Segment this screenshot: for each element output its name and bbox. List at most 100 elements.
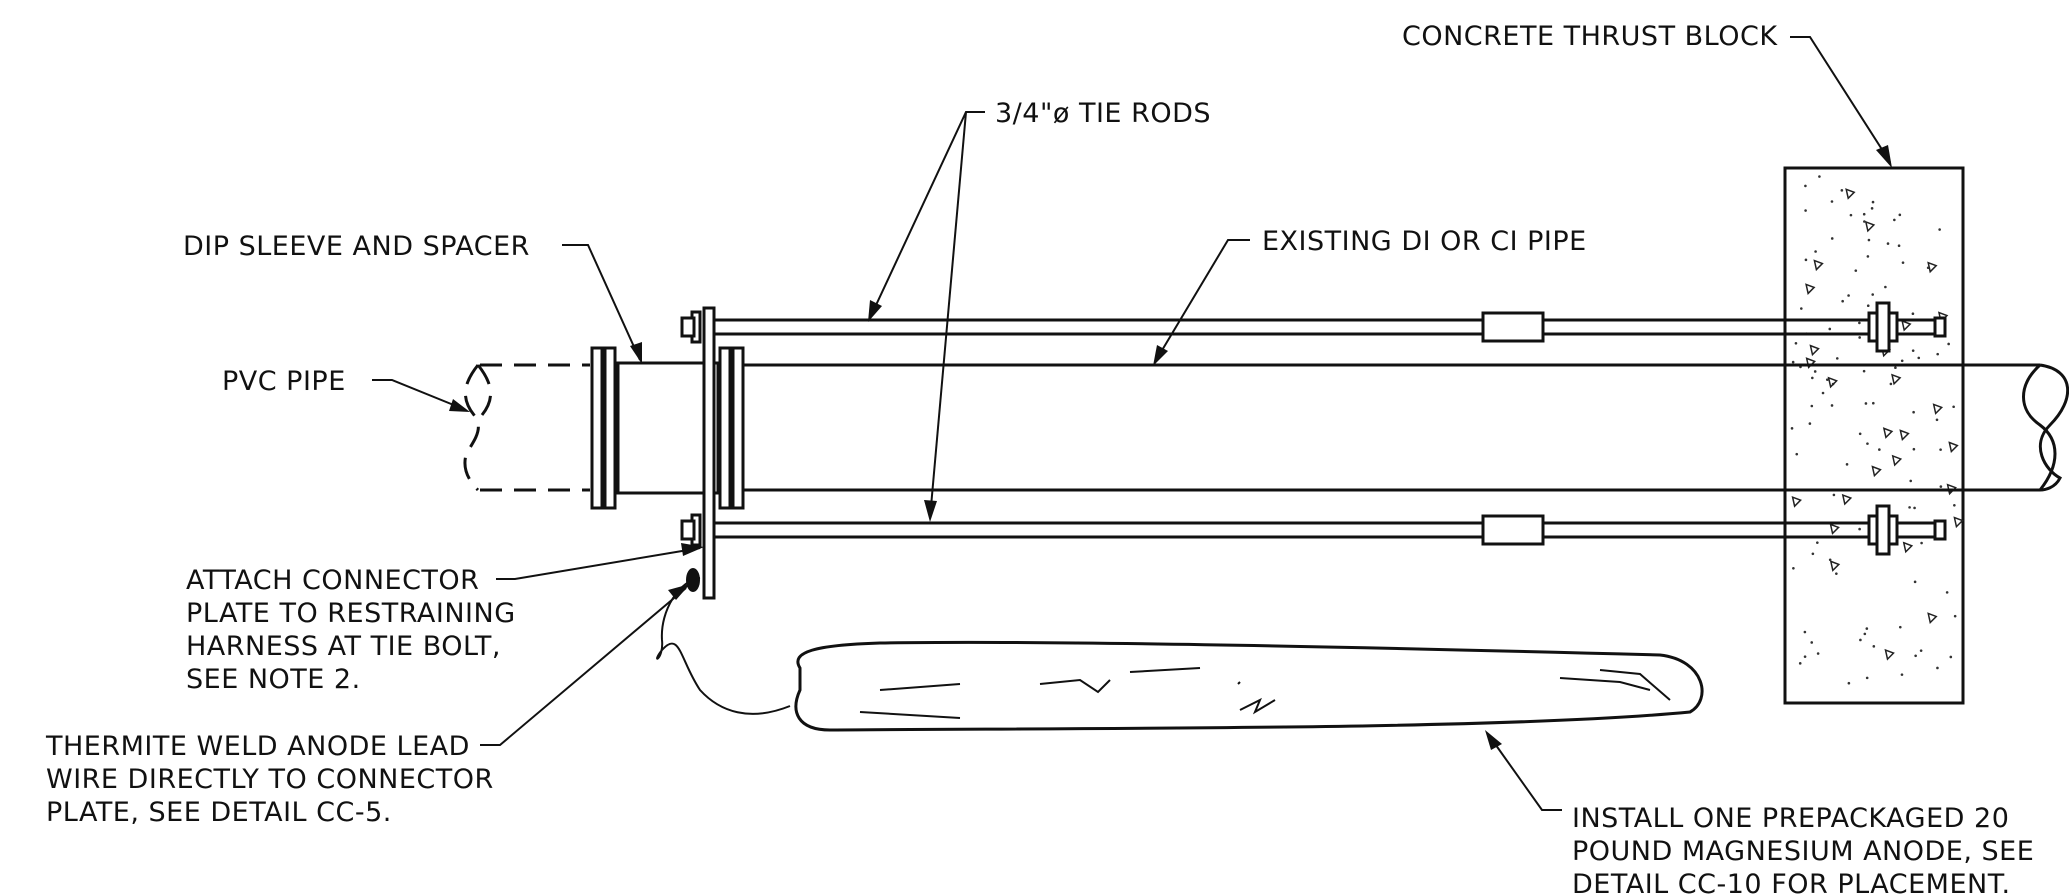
aggregate-dot xyxy=(1791,360,1795,364)
aggregate-dot xyxy=(1813,370,1817,373)
svg-text:PLATE, SEE DETAIL CC-5.: PLATE, SEE DETAIL CC-5. xyxy=(46,797,392,828)
aggregate-triangle xyxy=(1805,283,1816,295)
aggregate-dot xyxy=(1804,258,1808,262)
aggregate-dot xyxy=(1810,641,1814,644)
aggregate-dot xyxy=(1952,405,1955,409)
aggregate-dot xyxy=(1849,213,1853,217)
aggregate-dot xyxy=(1866,255,1870,258)
svg-text:THERMITE WELD ANODE LEAD: THERMITE WELD ANODE LEAD xyxy=(45,731,470,762)
existing-pipe xyxy=(620,363,2069,492)
aggregate-dot xyxy=(1859,638,1862,642)
aggregate-dot xyxy=(1818,175,1821,178)
svg-text:DETAIL CC-10 FOR PLACEMENT.: DETAIL CC-10 FOR PLACEMENT. xyxy=(1572,869,2011,896)
aggregate-dot xyxy=(1872,401,1875,405)
aggregate-dot xyxy=(1792,566,1795,570)
aggregate-triangle xyxy=(1809,344,1820,357)
aggregate-triangle xyxy=(1841,493,1853,506)
aggregate-triangle xyxy=(1927,612,1938,624)
aggregate-dot xyxy=(1897,244,1901,248)
aggregate-dot xyxy=(1901,261,1905,264)
aggregate-dot xyxy=(1870,207,1874,210)
aggregate-dot xyxy=(1926,266,1930,270)
aggregate-dot xyxy=(1847,294,1850,297)
aggregate-dot xyxy=(1878,448,1881,451)
aggregate-triangle xyxy=(1884,648,1895,661)
aggregate-dot xyxy=(1810,404,1814,408)
svg-text:POUND MAGNESIUM ANODE, SEE: POUND MAGNESIUM ANODE, SEE xyxy=(1572,836,2034,867)
aggregate-dot xyxy=(1811,376,1814,380)
aggregate-dot xyxy=(1828,327,1832,331)
aggregate-dot xyxy=(1871,200,1875,204)
aggregate-dot xyxy=(1830,200,1834,203)
aggregate-dot xyxy=(1949,655,1953,659)
aggregate-dot xyxy=(1804,209,1807,212)
label-pvc-pipe: PVC PIPE xyxy=(222,366,346,397)
aggregate-triangle xyxy=(1845,188,1856,200)
leaders xyxy=(372,36,1892,811)
aggregate-triangle xyxy=(1948,441,1959,454)
aggregate-dot xyxy=(1911,349,1915,352)
aggregate-dot xyxy=(1832,493,1836,497)
tie-rod-upper xyxy=(714,301,1947,353)
svg-text:DIP SLEEVE AND SPACER: DIP SLEEVE AND SPACER xyxy=(183,231,530,262)
anode-lead-wire xyxy=(656,568,791,715)
aggregate-dot xyxy=(1847,681,1851,685)
pvc-pipe xyxy=(463,363,590,492)
svg-text:HARNESS AT TIE BOLT,: HARNESS AT TIE BOLT, xyxy=(186,631,501,662)
aggregate-dot xyxy=(1863,220,1866,223)
aggregate-triangle xyxy=(1953,516,1964,529)
aggregate-dot xyxy=(1798,662,1802,665)
aggregate-dot xyxy=(1866,442,1869,445)
aggregate-dot xyxy=(1936,352,1939,356)
aggregate-dot xyxy=(1900,359,1904,363)
aggregate-dot xyxy=(1816,652,1820,655)
svg-text:INSTALL ONE PREPACKAGED 20: INSTALL ONE PREPACKAGED 20 xyxy=(1572,803,2009,834)
aggregate-dot xyxy=(1858,321,1861,325)
svg-text:PLATE TO RESTRAINING: PLATE TO RESTRAINING xyxy=(186,598,516,629)
aggregate-triangle xyxy=(1901,319,1912,332)
aggregate-triangle xyxy=(1932,403,1944,415)
label-attach-connector: ATTACH CONNECTOR PLATE TO RESTRAINING HA… xyxy=(186,565,516,695)
aggregate-dot xyxy=(1840,189,1844,192)
aggregate-dot xyxy=(1808,422,1812,425)
aggregate-triangle xyxy=(1899,429,1910,441)
aggregate-dot xyxy=(1794,341,1798,345)
aggregate-dot xyxy=(1889,382,1893,386)
aggregate-dot xyxy=(1871,293,1875,296)
aggregate-triangle xyxy=(1791,496,1802,508)
aggregate-dot xyxy=(1920,541,1923,545)
aggregate-triangle xyxy=(1829,523,1840,535)
svg-text:PVC PIPE: PVC PIPE xyxy=(222,366,346,397)
aggregate-dot xyxy=(1947,342,1950,346)
aggregate-dot xyxy=(1917,356,1921,360)
aggregate-dot xyxy=(1858,336,1861,339)
aggregate-triangle xyxy=(1813,259,1824,272)
aggregate-dot xyxy=(1938,228,1941,231)
aggregate-dot xyxy=(1816,541,1819,544)
aggregate-dot xyxy=(1845,463,1849,466)
aggregate-dot xyxy=(1830,237,1834,240)
aggregate-dot xyxy=(1886,242,1890,245)
aggregate-dot xyxy=(1913,580,1917,584)
aggregate-triangle xyxy=(1882,427,1894,439)
aggregate-dot xyxy=(1939,448,1942,451)
aggregate-dot xyxy=(1912,447,1916,451)
aggregate-dot xyxy=(1804,184,1807,188)
aggregate-dot xyxy=(1913,506,1916,510)
aggregate-triangle xyxy=(1827,376,1838,389)
magnesium-anode xyxy=(794,640,1704,732)
svg-text:WIRE DIRECTLY TO CONNECTOR: WIRE DIRECTLY TO CONNECTOR xyxy=(46,764,494,795)
tie-rod-lower xyxy=(714,504,1947,556)
aggregate-triangle xyxy=(1864,220,1876,233)
label-existing-pipe: EXISTING DI OR CI PIPE xyxy=(1262,226,1586,257)
aggregate-dot xyxy=(1828,558,1832,562)
aggregate-dot xyxy=(1867,238,1871,242)
aggregate-dot xyxy=(1803,630,1807,634)
aggregate-dot xyxy=(1884,285,1887,289)
aggregate-dot xyxy=(1800,307,1803,310)
aggregate-dot xyxy=(1900,673,1904,676)
aggregate-dot xyxy=(1841,299,1844,303)
aggregate-dot xyxy=(1854,269,1858,272)
aggregate-dot xyxy=(1865,627,1869,630)
aggregate-dot xyxy=(1865,676,1869,680)
